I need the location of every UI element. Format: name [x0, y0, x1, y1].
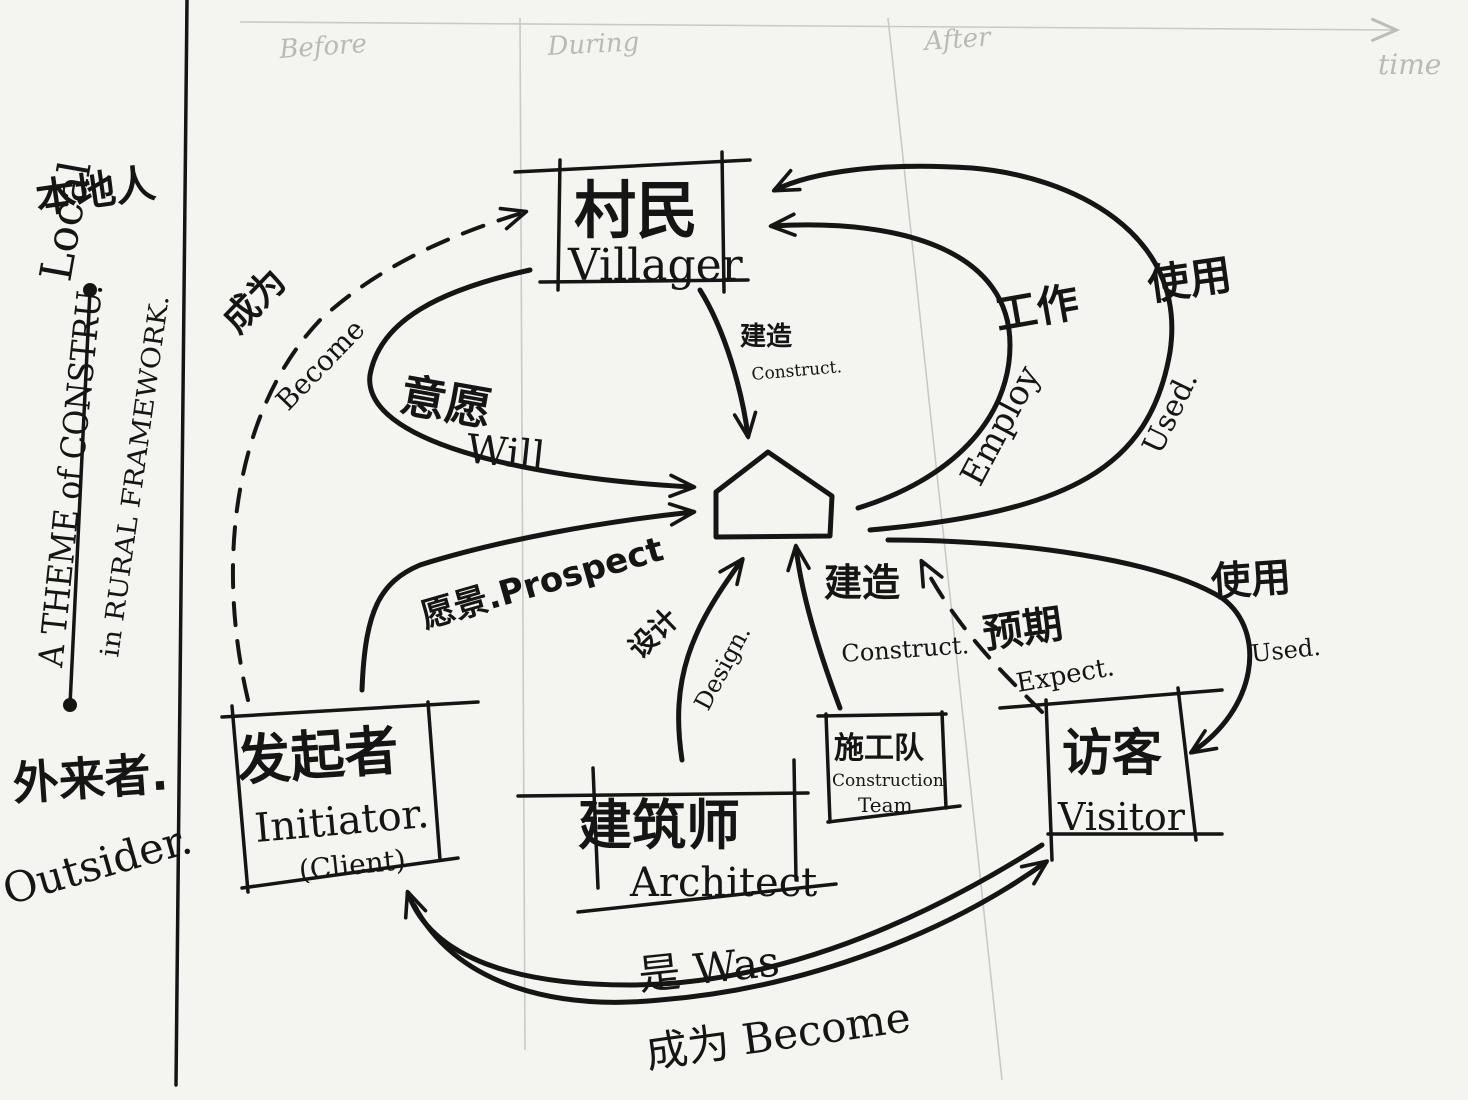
- arrow-villager-will-house: [367, 267, 697, 499]
- time-axis-arrow: [239, 22, 1395, 30]
- initiator-sublabel: (Client): [297, 843, 407, 887]
- label-used-right-zh: 使用: [1209, 555, 1292, 606]
- villager-frame: [513, 158, 752, 174]
- label-become-bottom: 成为 Become: [643, 992, 914, 1078]
- margin-divider: [174, 0, 189, 1087]
- initiator-node: 发起者 Initiator. (Client): [220, 700, 480, 894]
- label-become-top-zh: 成为: [215, 261, 295, 341]
- outsider-label-zh: 外来者.: [11, 746, 170, 811]
- label-employ-zh: 工作: [991, 277, 1082, 340]
- label-construct-top-zh: 建造: [740, 322, 792, 352]
- phase-label-after: After: [921, 22, 993, 57]
- label-used-right-en: Used.: [1250, 633, 1322, 668]
- villager-node: 村民 Villager: [513, 150, 752, 294]
- theme-title: A THEME of CONSTRU.: [31, 282, 111, 670]
- outsider-label-en: Outsider.: [0, 814, 197, 915]
- spectrum-local-dot: [83, 283, 97, 297]
- phase-label-before: Before: [277, 29, 367, 65]
- arrow-initiator-become-visitor: [411, 859, 1050, 1005]
- arrow-visitor-expect-house: [919, 558, 1044, 714]
- spectrum-outsider-dot: [63, 698, 77, 712]
- theme-subtitle: in RURAL FRAMEWORK.: [95, 293, 176, 659]
- initiator-frame: [220, 700, 480, 719]
- visitor-label-en: Visitor: [1057, 795, 1186, 839]
- team-label-en1: Construction: [832, 771, 944, 791]
- construction-team-node: 施工队 Construction Team: [816, 710, 962, 824]
- label-construct-top-en: Construct.: [751, 357, 843, 385]
- arrow-initiator-prospect-house: [359, 502, 697, 693]
- villager-label-en: Villager: [567, 240, 744, 291]
- label-construct-mid-zh: 建造: [824, 561, 900, 605]
- label-will-zh: 意愿: [396, 368, 496, 437]
- label-employ-en: Employ: [953, 359, 1049, 493]
- villager-label-zh: 村民: [574, 174, 698, 247]
- label-prospect: 愿景.Prospect: [416, 529, 667, 636]
- house-icon: [713, 449, 835, 540]
- architect-label-zh: 建筑师: [578, 794, 740, 857]
- team-frame: [816, 712, 948, 718]
- label-was: 是 Was: [636, 936, 782, 1000]
- label-used-top-en: Used.: [1136, 366, 1206, 460]
- label-expect-zh: 预期: [980, 601, 1066, 658]
- architect-label-en: Architect: [629, 860, 817, 906]
- arrow-house-used-visitor: [885, 537, 1253, 755]
- label-used-top-zh: 使用: [1145, 250, 1235, 310]
- architect-node: 建筑师 Architect: [516, 758, 838, 914]
- team-label-en2: Team: [858, 793, 913, 817]
- edge-labels: 成为 Become 意愿 Will 建造 Construct. 工作 Emplo…: [215, 250, 1322, 1078]
- phase-divider-1: [519, 17, 526, 1051]
- initiator-label-en: Initiator.: [253, 791, 431, 852]
- label-construct-mid-en: Construct.: [840, 631, 970, 668]
- team-label-zh: 施工队: [834, 731, 925, 766]
- spectrum-line: [68, 288, 92, 707]
- arrow-architect-design-house: [676, 556, 745, 763]
- arrow-initiator-become-villager: [230, 206, 529, 702]
- time-axis-label: time: [1378, 48, 1441, 81]
- phase-label-during: During: [546, 27, 640, 62]
- relationship-arrows: [230, 163, 1253, 1005]
- label-expect-en: Expect.: [1014, 652, 1117, 699]
- arrow-house-employ-villager: [768, 212, 1013, 511]
- label-will-en: Will: [464, 426, 547, 480]
- arrow-house-used-villager: [771, 163, 1175, 533]
- visitor-node: 访客 Visitor: [998, 686, 1224, 862]
- arrow-villager-construct-house: [697, 287, 758, 440]
- architect-frame: [516, 791, 810, 798]
- label-design-zh: 设计: [622, 602, 685, 665]
- visitor-label-zh: 访客: [1062, 724, 1162, 782]
- local-outsider-spectrum: 本地人 Local A THEME of CONSTRU. in RURAL F…: [0, 157, 197, 914]
- initiator-label-zh: 发起者: [235, 719, 401, 793]
- timeline-labels: Before During After time: [277, 22, 1441, 81]
- arrow-visitor-was-initiator: [403, 842, 1045, 988]
- arrow-team-construct-house: [786, 543, 843, 711]
